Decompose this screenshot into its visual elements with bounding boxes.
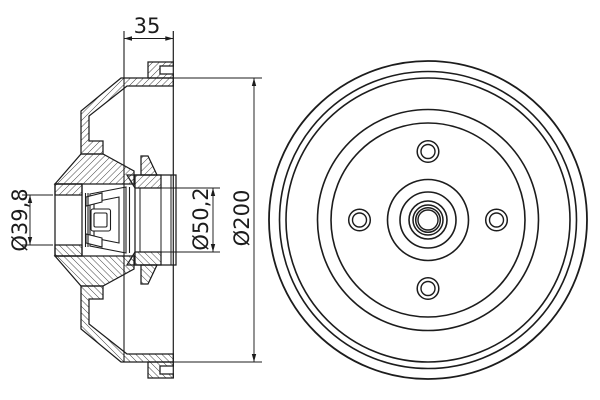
hub-flange-body: [54, 183, 83, 257]
section-top-half: [53, 61, 174, 196]
section-bottom-half: [54, 244, 174, 379]
dim-label-50-2: Ø50,2: [189, 187, 213, 250]
rim-step-circle: [278, 70, 578, 370]
dim-label-35: 35: [134, 14, 161, 38]
bolt-hole-right: [484, 208, 509, 232]
bearing-housing-details: [139, 175, 176, 265]
arrow-down: [210, 244, 216, 252]
dim-hub-bore: Ø39,8: [8, 188, 53, 252]
hub-step-circle: [399, 191, 457, 249]
bore-inner-circle: [417, 209, 439, 231]
rim-ring-section: [147, 61, 174, 79]
bolt-hole-bottom: [416, 276, 440, 301]
drum-edge-circle: [285, 77, 571, 363]
braking-surface-circle: [330, 122, 526, 318]
dim-label-200: Ø200: [230, 190, 254, 247]
bolt-hole-left: [347, 208, 372, 232]
dimension-annotations: 35 Ø39,8 Ø50,2 Ø200: [8, 14, 262, 363]
section-hub-and-housing: [54, 174, 177, 266]
hub-cone-details: [84, 186, 131, 254]
arrow-up: [251, 78, 257, 86]
arrow-up: [27, 195, 33, 203]
bolt-hole-top: [416, 139, 440, 164]
dim-bearing-bore: Ø50,2: [176, 187, 220, 253]
hub-seat-circle: [408, 200, 448, 240]
bearing-cup-section: [125, 174, 162, 189]
hub-outer-circle: [386, 178, 470, 262]
front-view: [268, 60, 588, 380]
section-view: [53, 31, 177, 379]
bore-outer-circle: [414, 206, 442, 234]
flange-section: [53, 153, 135, 185]
bearing-housing-body: [134, 174, 177, 266]
seal-inner: [93, 212, 108, 228]
hub-band-section: [54, 183, 83, 196]
gusset-section: [140, 155, 158, 176]
arrow-up: [210, 188, 216, 196]
dim-outer-diameter: Ø200: [174, 77, 262, 363]
arrow-right: [165, 36, 174, 41]
dim-drum-depth: 35: [124, 14, 174, 41]
outer-rim-circle: [268, 60, 588, 380]
arrow-down: [251, 354, 257, 362]
dim-label-39-8: Ø39,8: [8, 188, 32, 251]
drum-opening-circle: [316, 108, 540, 332]
bore-chamfer-circle: [412, 204, 444, 236]
arrow-left: [124, 36, 132, 41]
drum-wall-section: [80, 77, 174, 155]
arrow-down: [27, 237, 33, 245]
